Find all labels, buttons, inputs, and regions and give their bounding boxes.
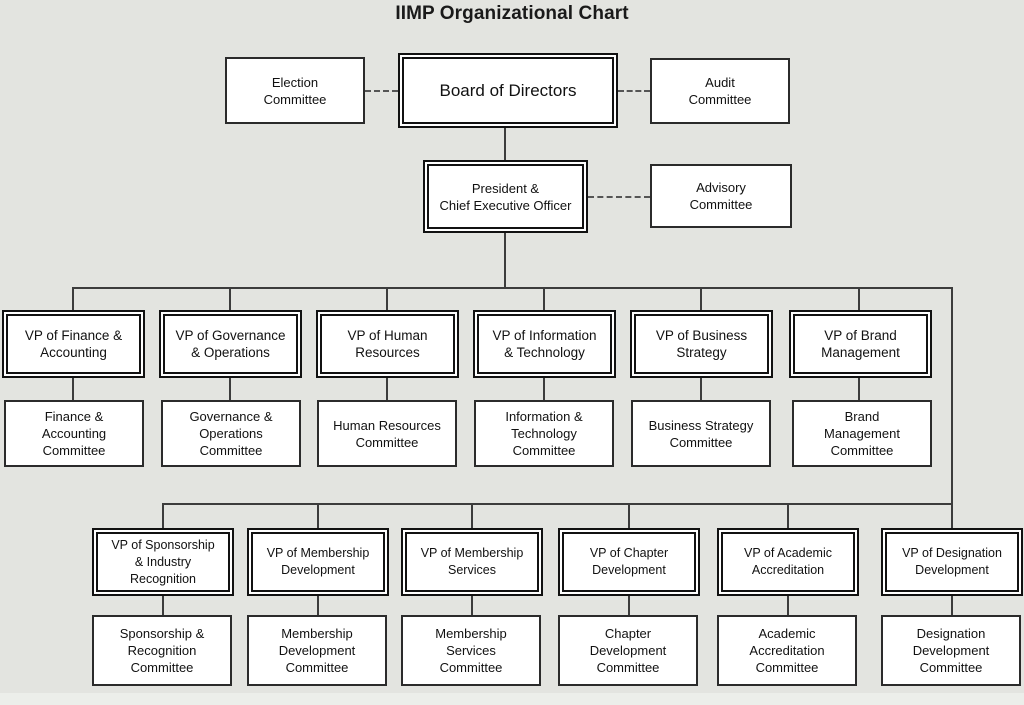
- node-vp-human-resources[interactable]: VP of Human Resources: [316, 310, 459, 378]
- connector-board-election: [365, 90, 398, 92]
- node-vp-governance-operations[interactable]: VP of Governance & Operations: [159, 310, 302, 378]
- canvas-bottom-band: [0, 693, 1024, 705]
- node-vp-membership-development[interactable]: VP of Membership Development: [247, 528, 389, 596]
- page-title: IIMP Organizational Chart: [395, 3, 629, 24]
- node-committee-sponsorship-recognition[interactable]: Sponsorship & Recognition Committee: [92, 615, 232, 686]
- connector-drop-vp-1-2: [229, 287, 231, 310]
- connector-drop-vp-2-2: [317, 503, 319, 528]
- node-vp-designation-development[interactable]: VP of Designation Development: [881, 528, 1023, 596]
- connector-vp-committee-2-2: [317, 596, 319, 615]
- node-vp-brand-management[interactable]: VP of Brand Management: [789, 310, 932, 378]
- node-vp-business-strategy[interactable]: VP of Business Strategy: [630, 310, 773, 378]
- node-vp-information-technology[interactable]: VP of Information & Technology: [473, 310, 616, 378]
- node-committee-finance-accounting[interactable]: Finance & Accounting Committee: [4, 400, 144, 467]
- connector-vp-committee-1-2: [229, 378, 231, 400]
- connector-ceo-advisory: [588, 196, 650, 198]
- node-committee-designation-development[interactable]: Designation Development Committee: [881, 615, 1021, 686]
- connector-drop-vp-2-4: [628, 503, 630, 528]
- connector-drop-vp-1-5: [700, 287, 702, 310]
- node-committee-membership-services[interactable]: Membership Services Committee: [401, 615, 541, 686]
- connector-bus1-bus2-riser: [951, 287, 953, 505]
- connector-board-audit: [618, 90, 650, 92]
- node-vp-academic-accreditation[interactable]: VP of Academic Accreditation: [717, 528, 859, 596]
- connector-drop-vp-1-3: [386, 287, 388, 310]
- node-vp-sponsorship-industry-recognition[interactable]: VP of Sponsorship & Industry Recognition: [92, 528, 234, 596]
- node-vp-chapter-development[interactable]: VP of Chapter Development: [558, 528, 700, 596]
- node-president-ceo[interactable]: President & Chief Executive Officer: [423, 160, 588, 233]
- connector-vp-committee-1-3: [386, 378, 388, 400]
- connector-vp-committee-1-6: [858, 378, 860, 400]
- connector-board-ceo: [504, 128, 506, 160]
- connector-vp-committee-1-1: [72, 378, 74, 400]
- connector-vp-committee-1-4: [543, 378, 545, 400]
- node-board-of-directors[interactable]: Board of Directors: [398, 53, 618, 128]
- connector-vp-committee-2-1: [162, 596, 164, 615]
- connector-vp-committee-2-3: [471, 596, 473, 615]
- connector-vp-committee-2-4: [628, 596, 630, 615]
- connector-drop-vp-1-4: [543, 287, 545, 310]
- connector-vp-committee-2-6: [951, 596, 953, 615]
- connector-vp-committee-2-5: [787, 596, 789, 615]
- node-committee-membership-development[interactable]: Membership Development Committee: [247, 615, 387, 686]
- connector-drop-vp-2-5: [787, 503, 789, 528]
- connector-vp-committee-1-5: [700, 378, 702, 400]
- node-advisory-committee[interactable]: Advisory Committee: [650, 164, 792, 228]
- node-committee-brand-management[interactable]: Brand Management Committee: [792, 400, 932, 467]
- connector-ceo-bus1: [504, 233, 506, 287]
- node-committee-academic-accreditation[interactable]: Academic Accreditation Committee: [717, 615, 857, 686]
- connector-drop-vp-2-1: [162, 503, 164, 528]
- node-committee-human-resources[interactable]: Human Resources Committee: [317, 400, 457, 467]
- node-committee-governance-operations[interactable]: Governance & Operations Committee: [161, 400, 301, 467]
- connector-drop-vp-1-6: [858, 287, 860, 310]
- node-vp-membership-services[interactable]: VP of Membership Services: [401, 528, 543, 596]
- connector-drop-vp-1-1: [72, 287, 74, 310]
- node-committee-chapter-development[interactable]: Chapter Development Committee: [558, 615, 698, 686]
- connector-drop-vp-2-3: [471, 503, 473, 528]
- connector-drop-vp-2-6: [951, 503, 953, 528]
- node-committee-information-technology[interactable]: Information & Technology Committee: [474, 400, 614, 467]
- node-election-committee[interactable]: Election Committee: [225, 57, 365, 124]
- node-vp-finance-accounting[interactable]: VP of Finance & Accounting: [2, 310, 145, 378]
- node-committee-business-strategy[interactable]: Business Strategy Committee: [631, 400, 771, 467]
- connector-bus-row1: [72, 287, 953, 289]
- node-audit-committee[interactable]: Audit Committee: [650, 58, 790, 124]
- connector-bus-row2: [162, 503, 953, 505]
